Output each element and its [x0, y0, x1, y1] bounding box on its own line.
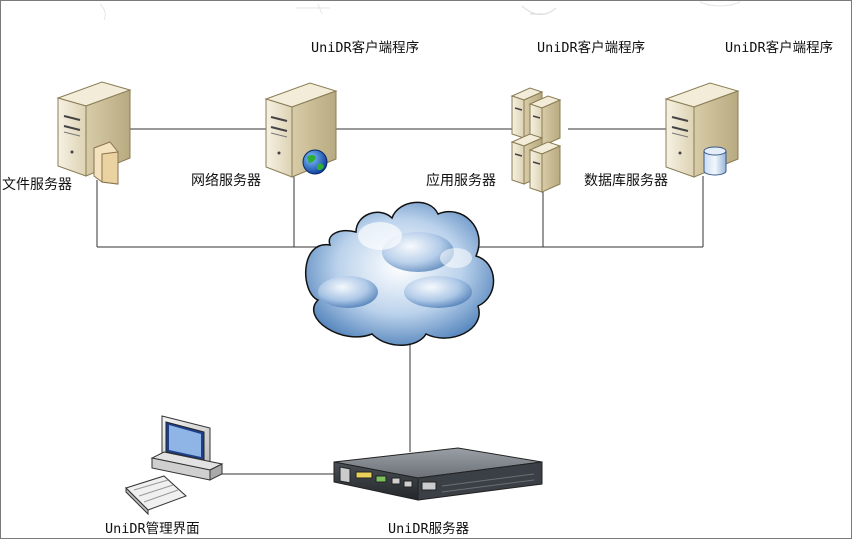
- client-program-label-3: UniDR客户端程序: [725, 40, 834, 56]
- web-server-icon: [264, 82, 338, 178]
- client-program-label-2: UniDR客户端程序: [537, 40, 646, 56]
- client-program-label-1: UniDR客户端程序: [311, 40, 420, 56]
- keyboard-icon: [125, 475, 187, 516]
- unidr-server-label: UniDR服务器: [388, 521, 470, 537]
- database-cylinder-icon: [703, 146, 727, 176]
- database-server-icon: [664, 82, 740, 178]
- file-server-icon: [56, 81, 132, 185]
- file-server-label: 文件服务器: [2, 177, 72, 193]
- rack-server-icon: [333, 447, 543, 501]
- db-server-label: 数据库服务器: [584, 173, 668, 189]
- app-server-cluster-icon: [510, 87, 562, 193]
- faded-icon-top-2: [296, 3, 330, 15]
- faded-icon-top-4: [699, 1, 741, 7]
- app-server-label: 应用服务器: [426, 173, 496, 189]
- network-cloud-icon: [304, 201, 495, 346]
- web-server-label: 网络服务器: [191, 173, 261, 189]
- admin-ui-label: UniDR管理界面: [105, 521, 200, 537]
- folder-icon: [93, 141, 119, 185]
- globe-icon: [302, 149, 328, 175]
- faded-icon-top-1: [99, 3, 106, 21]
- admin-computer-icon: [125, 415, 224, 516]
- faded-icon-top-3: [521, 5, 557, 15]
